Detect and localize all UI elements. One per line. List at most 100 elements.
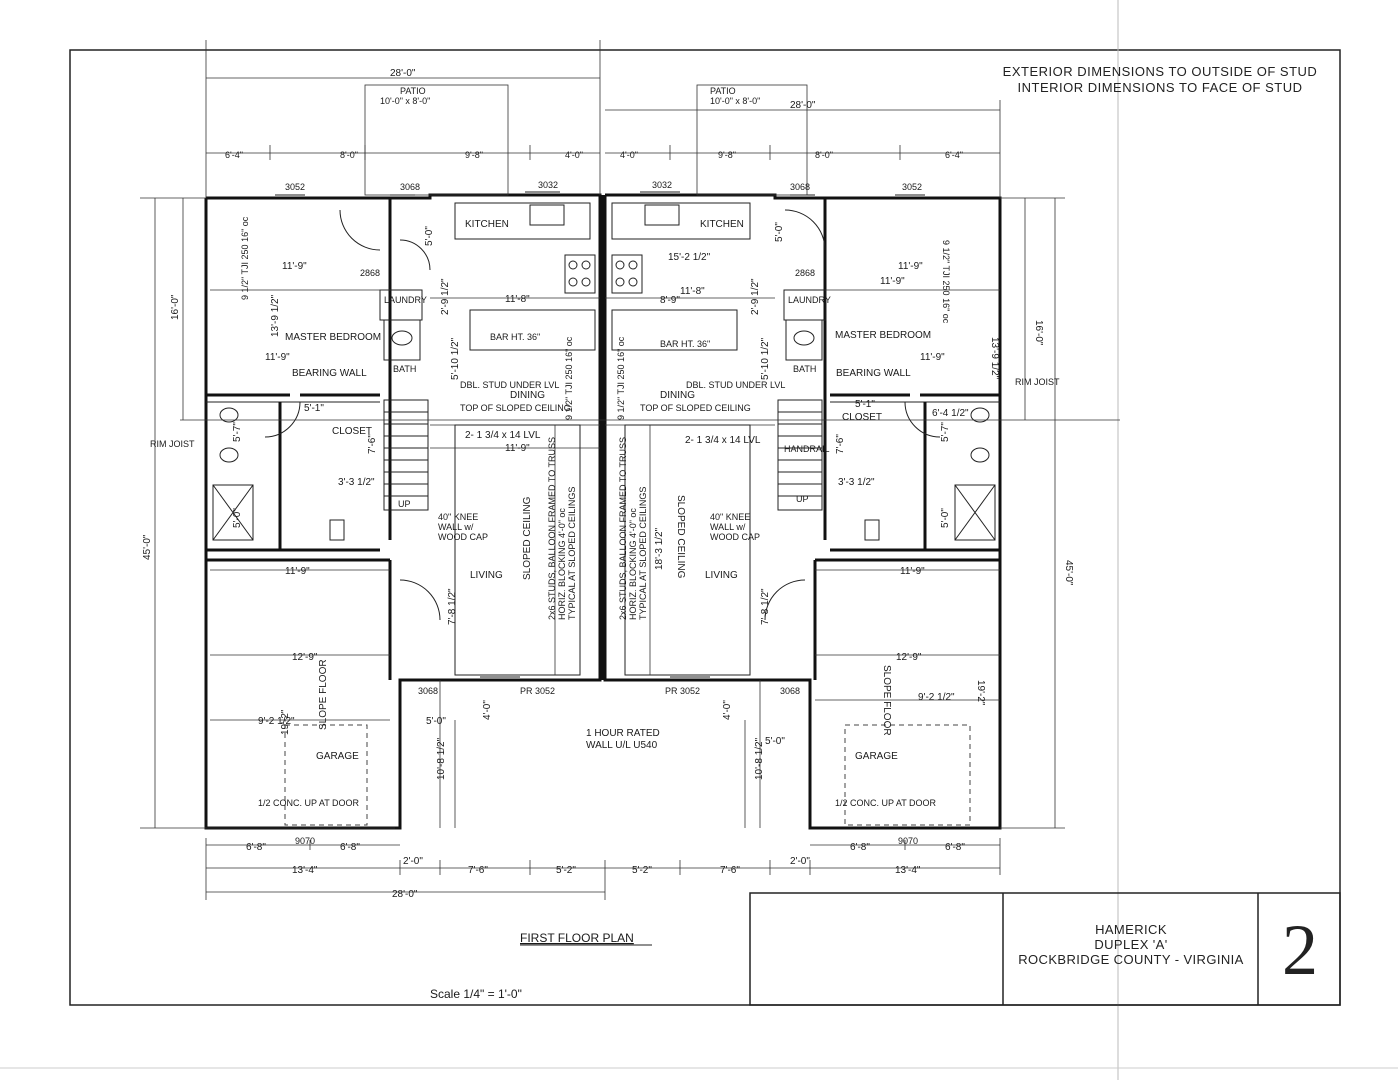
knee-wall-left-3: WOOD CAP	[438, 532, 488, 542]
right-garage-car-outline	[844, 724, 971, 826]
dim-45-0-r: 45'-0"	[1063, 560, 1074, 586]
balloon-right-1: 2x6 STUDS, BALLOON FRAMED TO TRUSS	[618, 437, 628, 620]
dim-16-0-l: 16'-0"	[170, 294, 181, 320]
left-bar	[469, 309, 596, 351]
dim-6-8-c: 6'-8"	[850, 842, 870, 853]
window-3052-l: 3052	[285, 182, 305, 192]
right-bath-vanity	[785, 319, 823, 361]
dim-13-4-l: 13'-4"	[292, 865, 318, 876]
window-3068-r: 3068	[790, 182, 810, 192]
door-2868-right: 2868	[795, 268, 815, 278]
dim-19-2-r: 19'-2"	[975, 680, 986, 706]
dim-28-right: 28'-0"	[790, 100, 816, 111]
dim-7-6-r: 7'-6"	[720, 865, 740, 876]
door-3068-left-bottom: 3068	[418, 686, 438, 696]
dim-4-0-vl: 4'-0"	[482, 700, 493, 720]
patio-left-size: 10'-0" x 8'-0"	[380, 96, 430, 106]
dim-8-0-l: 8'-0"	[340, 150, 358, 160]
dim-9-8-l: 9'-8"	[465, 150, 483, 160]
window-3032-l: 3032	[538, 180, 558, 190]
top-sloped-left: TOP OF SLOPED CEILING	[460, 403, 571, 413]
sheet-number: 2	[1282, 910, 1318, 990]
conc-up-left: 1/2 CONC. UP AT DOOR	[258, 798, 360, 808]
garage-right-label: GARAGE	[855, 751, 898, 762]
joist-left: 9 1/2" TJI 250 16" oc	[240, 216, 250, 300]
dim-5-7-r: 5'-7"	[940, 422, 951, 442]
joist-right: 9 1/2" TJI 250 16" oc	[941, 240, 951, 324]
joist-center-l: 9 1/2" TJI 250 16" oc	[564, 336, 574, 420]
dim-19-2-l: 19'-2"	[280, 709, 291, 735]
dim-7-8-r: 7'-8 1/2"	[760, 588, 771, 625]
dim-6-4-r: 6'-4"	[945, 150, 963, 160]
left-bedroom-door-swing	[339, 209, 381, 251]
right-shower	[954, 484, 996, 541]
dim-8-9-r: 8'-9"	[660, 295, 680, 306]
project-type: DUPLEX 'A'	[1094, 937, 1168, 952]
dim-28-left: 28'-0"	[390, 68, 416, 79]
sloped-ceiling-left: SLOPED CEILING	[522, 496, 533, 580]
balloon-left-3: TYPICAL AT SLOPED CEILINGS	[567, 487, 577, 620]
slope-floor-left: SLOPE FLOOR	[318, 659, 329, 730]
dim-13-9-l: 13'-9 1/2"	[270, 294, 281, 337]
dim-6-8-b: 6'-8"	[340, 842, 360, 853]
dim-5-7-l: 5'-7"	[232, 422, 243, 442]
knee-wall-right-3: WOOD CAP	[710, 532, 760, 542]
garage-door-left: 9070	[295, 836, 315, 846]
bath-left-label: BATH	[393, 364, 416, 374]
left-shower	[212, 484, 254, 541]
window-3032-r: 3032	[652, 180, 672, 190]
dim-11-9-garage-l: 11'-9"	[285, 566, 310, 577]
rated-wall-line1: 1 HOUR RATED	[586, 728, 660, 739]
kitchen-left-label: KITCHEN	[465, 219, 509, 230]
window-3052-r: 3052	[902, 182, 922, 192]
left-sink-b	[219, 447, 239, 463]
door-3068-right-bottom: 3068	[780, 686, 800, 696]
laundry-left-label: LAUNDRY	[384, 295, 427, 305]
patio-left: PATIO	[400, 86, 426, 96]
dim-9-2-l: 9'-2 1/2"	[258, 716, 295, 727]
right-living-sloped	[624, 424, 751, 676]
bearing-wall-right-label: BEARING WALL	[836, 368, 911, 379]
dim-4-0-r: 4'-0"	[620, 150, 638, 160]
dim-3-3-l: 3'-3 1/2"	[338, 477, 375, 488]
left-kitchen-counter	[454, 202, 591, 240]
garage-left-label: GARAGE	[316, 751, 359, 762]
dim-5-10-r: 5'-10 1/2"	[760, 337, 771, 380]
left-stair	[383, 399, 429, 511]
handrail-right: HANDRAIL	[784, 444, 830, 454]
dim-10-8-l: 10'-8 1/2"	[436, 737, 447, 780]
right-bar	[611, 309, 738, 351]
dim-7-8-l: 7'-8 1/2"	[447, 588, 458, 625]
dim-18-3: 18'-3 1/2"	[654, 527, 665, 570]
knee-wall-right-2: WALL w/	[710, 522, 746, 532]
bath-right-label: BATH	[793, 364, 816, 374]
pr-door-left: PR 3052	[520, 686, 555, 696]
dim-2-0-l: 2'-0"	[403, 856, 423, 867]
dim-6-4h-r: 6'-4 1/2"	[932, 408, 969, 419]
dim-2-0-r: 2'-0"	[790, 856, 810, 867]
right-bedroom-door-swing	[784, 209, 826, 251]
dim-9-2-r: 9'-2 1/2"	[918, 692, 955, 703]
bar-left-label: BAR HT. 36"	[490, 332, 540, 342]
door-2868-left: 2868	[360, 268, 380, 278]
rated-wall-line2: WALL U/L U540	[586, 740, 658, 751]
closet-left-label: CLOSET	[332, 426, 372, 437]
dimension-lines	[140, 40, 1120, 900]
dim-5-1-l: 5'-1"	[304, 403, 324, 414]
pr-door-right: PR 3052	[665, 686, 700, 696]
balloon-left-1: 2x6 STUDS, BALLOON FRAMED TO TRUSS	[547, 437, 557, 620]
dim-15-2-r: 15'-2 1/2"	[668, 252, 711, 263]
left-closet-door-swing	[264, 401, 301, 438]
dim-9-8-r: 9'-8"	[718, 150, 736, 160]
conc-up-right: 1/2 CONC. UP AT DOOR	[835, 798, 937, 808]
dim-7-6-vl: 7'-6"	[367, 434, 378, 454]
master-bedroom-right-label: MASTER BEDROOM	[835, 330, 931, 341]
balloon-right-2: HORIZ. BLOCKING 4'-0" oc	[628, 508, 638, 620]
project-name: HAMERICK	[1095, 922, 1167, 937]
dim-11-9-dining: 11'-9"	[505, 443, 530, 454]
project-info: HAMERICK DUPLEX 'A' ROCKBRIDGE COUNTY - …	[1005, 922, 1257, 967]
left-unit	[204, 191, 602, 830]
stud-note-left: DBL. STUD UNDER LVL	[460, 380, 559, 390]
